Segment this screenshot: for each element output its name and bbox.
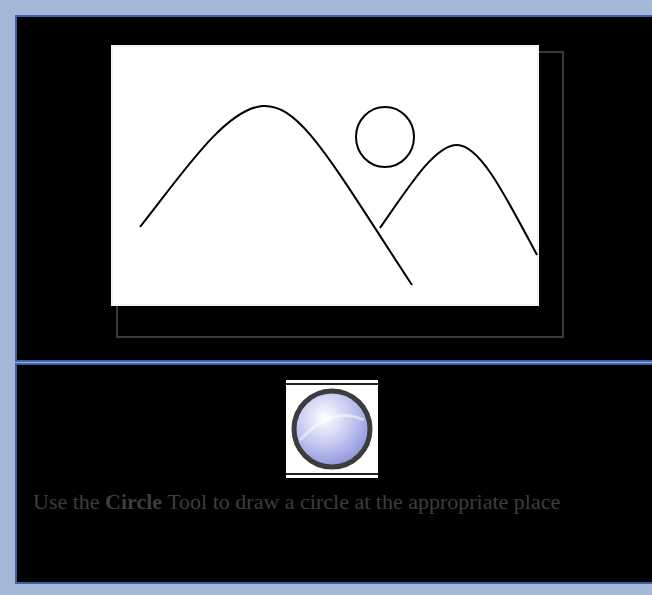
instruction-text: Use the	[33, 489, 100, 514]
tool-name: Circle	[105, 489, 162, 514]
instruction-text: Tool to draw a circle at the appropriate…	[167, 489, 560, 514]
instruction-text: Use the Circle Tool to draw a circle at …	[33, 487, 650, 517]
